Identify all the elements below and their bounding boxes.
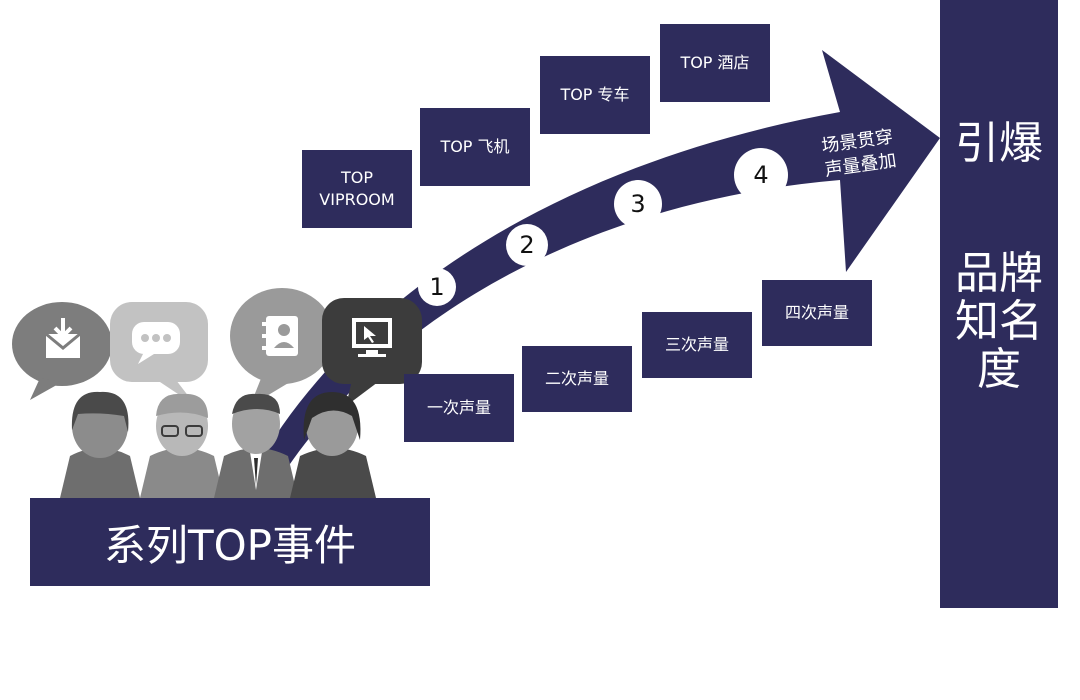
top-event-line: VIPROOM <box>319 190 395 209</box>
person-2 <box>140 393 224 498</box>
mail-icon <box>12 302 112 400</box>
step-3: 3 <box>614 180 662 228</box>
volume-4: 四次声量 <box>762 280 872 346</box>
top-event-car: TOP 专车 <box>540 56 650 134</box>
top-event-label: TOP 飞机 <box>440 137 510 157</box>
volume-1: 一次声量 <box>404 374 514 442</box>
chat-icon <box>110 302 208 406</box>
step-1: 1 <box>418 268 456 306</box>
side-title-line-2: 品牌知名度 <box>955 248 1043 395</box>
series-banner: 系列TOP事件 <box>30 498 430 586</box>
step-2: 2 <box>506 224 548 266</box>
side-title-line-1: 引爆 <box>955 118 1043 169</box>
step-4: 4 <box>734 148 788 202</box>
volume-3: 三次声量 <box>642 312 752 378</box>
top-event-hotel: TOP 酒店 <box>660 24 770 102</box>
banner-text: 系列TOP事件 <box>103 520 357 570</box>
volume-label: 一次声量 <box>426 398 491 418</box>
top-event-viproom: TOP VIPROOM <box>302 150 412 228</box>
volume-label: 二次声量 <box>544 369 609 389</box>
top-event-label: TOP 专车 <box>560 85 630 105</box>
person-1 <box>60 391 140 498</box>
volume-2: 二次声量 <box>522 346 632 412</box>
person-4 <box>290 392 376 498</box>
contacts-icon <box>230 288 334 406</box>
people-illustration <box>12 288 422 498</box>
side-title-bar: 引爆 品牌知名度 <box>940 0 1058 608</box>
person-3 <box>214 393 298 498</box>
top-event-line: TOP <box>340 168 373 188</box>
computer-icon <box>322 298 422 406</box>
volume-label: 四次声量 <box>784 303 849 323</box>
top-event-label: TOP 酒店 <box>680 53 750 73</box>
top-event-plane: TOP 飞机 <box>420 108 530 186</box>
diagram: TOP VIPROOM TOP 飞机 TOP 专车 TOP 酒店 1 2 3 4… <box>12 0 1058 608</box>
volume-label: 三次声量 <box>664 335 729 355</box>
